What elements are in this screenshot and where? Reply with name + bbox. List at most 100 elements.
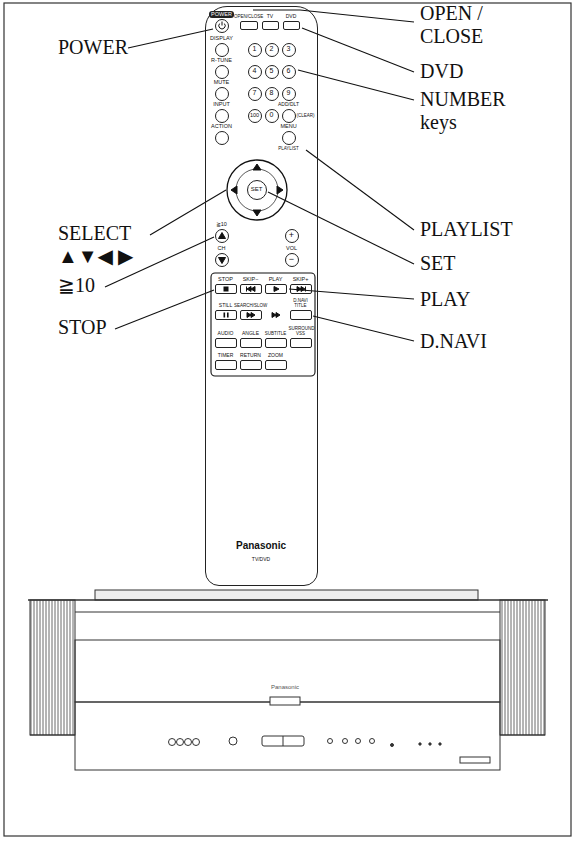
tv-front: [95, 590, 478, 600]
button-label: ANGLE: [242, 331, 259, 337]
tv-front: [343, 739, 348, 744]
remote-details: [236, 169, 278, 211]
remote-details: [211, 22, 315, 377]
remote-details: [247, 313, 251, 318]
button-label: ADD/DLT: [278, 102, 299, 108]
button-label: 6: [287, 67, 291, 75]
tv-front: [370, 739, 375, 744]
remote-details: [224, 287, 228, 291]
remote-button: 2: [265, 43, 279, 57]
tv-front: [185, 739, 192, 746]
tv-front: [283, 736, 284, 746]
remote-button: ANGLE: [240, 338, 262, 348]
remote-details: [219, 258, 226, 264]
remote-button: DVD: [283, 21, 300, 30]
button-label: STILL: [219, 303, 232, 309]
tv-front: [356, 739, 361, 744]
leader-lines: [302, 28, 414, 72]
callout-label: POWER: [58, 36, 128, 59]
remote-button: VOL−: [285, 253, 299, 267]
leader-lines: [105, 10, 414, 341]
remote-details: [276, 313, 280, 318]
remote-details: [231, 186, 237, 194]
remote-button: 3: [282, 43, 296, 57]
remote-button: PLAY: [265, 284, 287, 294]
remote-button: RETURN: [240, 360, 262, 370]
button-label: 100: [250, 112, 259, 118]
button-label: ACTION: [211, 123, 232, 129]
remote-button: 6: [282, 65, 296, 79]
button-label: SEARCH/SLOW: [234, 303, 267, 308]
button-label: (CLEAR): [297, 113, 315, 118]
remote-details: [297, 287, 301, 292]
tv-front: [30, 735, 75, 736]
tv-front: [30, 600, 75, 735]
leader-lines: [128, 29, 213, 48]
callout-label: NUMBER keys: [420, 88, 530, 134]
frame: [4, 3, 571, 836]
remote-button: 100: [248, 109, 262, 123]
remote-button: ACTION: [215, 131, 229, 145]
remote-button: SEARCH/SLOW: [240, 310, 262, 320]
button-label: OPEN/CLOSE: [234, 14, 263, 19]
button-label: STOP: [218, 276, 233, 282]
button-label: PLAY: [269, 276, 283, 282]
remote-button: SET: [247, 180, 267, 200]
button-label: INPUT: [213, 101, 230, 107]
button-label: 2: [270, 45, 274, 53]
button-label: SUBTITLE: [265, 331, 287, 336]
remote-details: [274, 287, 279, 292]
remote-details: [224, 313, 226, 318]
remote-details: [227, 160, 287, 220]
leader-lines: [115, 290, 214, 329]
remote-button: SKIP+: [290, 284, 312, 294]
remote-details: [251, 287, 255, 292]
brand-label: TV/DVD: [252, 557, 270, 563]
leader-lines: [306, 150, 414, 230]
remote-body: PanasonicTV/DVDPOWEROPEN/CLOSETVDVDDISPL…: [205, 6, 318, 586]
remote-details: [253, 210, 261, 216]
remote-button: 9: [282, 87, 296, 101]
remote-button: ZOOM: [265, 360, 287, 370]
remote-button: MENUPLAYLIST: [282, 131, 296, 145]
button-label: SURROUND VSS: [289, 326, 313, 336]
button-label: 9: [287, 89, 291, 97]
leader-lines: [313, 316, 414, 341]
button-label: 1: [253, 45, 257, 53]
button-label: RETURN: [240, 353, 261, 359]
tv-front: [229, 737, 237, 745]
button-label: PLAYLIST: [278, 146, 299, 151]
callout-label: SET: [420, 252, 456, 275]
button-label: AUDIO: [218, 331, 234, 337]
button-label: R-TUNE: [211, 57, 232, 63]
remote-button: +: [285, 229, 299, 243]
remote-button: D.NAVI TITLE: [290, 310, 312, 320]
remote-button: TV: [262, 21, 279, 30]
remote-button: ≧10: [215, 229, 229, 243]
remote-button: MUTE: [215, 87, 229, 101]
tv-front: [75, 702, 500, 770]
tv-front: [75, 640, 500, 702]
remote-button: DISPLAY: [215, 43, 229, 57]
remote-button: STOP: [215, 284, 237, 294]
button-label: MUTE: [214, 79, 230, 85]
button-label: −: [289, 254, 294, 264]
button-label: SET: [251, 186, 263, 193]
button-label: TV: [267, 14, 273, 20]
button-label: ZOOM: [268, 353, 283, 359]
button-label: 3: [287, 45, 291, 53]
callout-label: OPEN / CLOSE: [420, 2, 520, 48]
leader-lines: [289, 289, 414, 299]
button-label: 7: [253, 89, 257, 97]
brand-label: Panasonic: [271, 684, 299, 691]
remote-details: [272, 313, 276, 318]
button-label: 4: [253, 67, 257, 75]
tv-front: [429, 743, 431, 745]
remote-button: R-TUNE: [215, 65, 229, 79]
remote-button: OPEN/CLOSE: [240, 21, 258, 30]
tv-front: [169, 739, 176, 746]
button-label: MENU: [280, 123, 296, 129]
tv-front: [270, 697, 300, 705]
button-label: 0: [270, 111, 274, 119]
tv-front: [419, 743, 421, 745]
